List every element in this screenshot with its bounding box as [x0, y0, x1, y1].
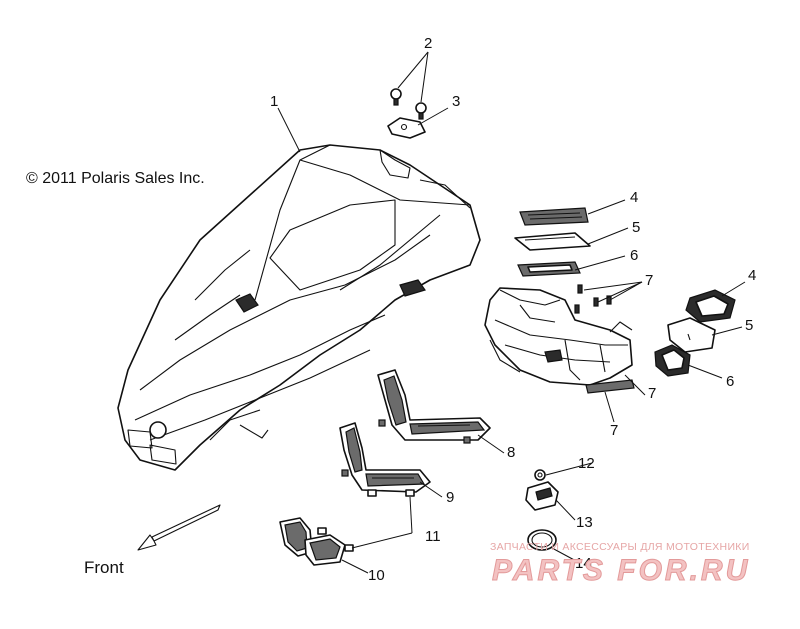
- callout-7-strip: 7: [610, 422, 618, 439]
- callout-12: 12: [578, 455, 595, 472]
- callout-1: 1: [270, 93, 278, 110]
- leader-lines: [277, 51, 746, 574]
- vent-gasket-side: [654, 344, 691, 377]
- clip-part-b: [405, 489, 415, 497]
- front-arrow-icon: [137, 504, 221, 551]
- clip-part-c: [344, 544, 354, 552]
- callout-4-upper: 4: [630, 189, 638, 206]
- vent-plate-upper: [514, 232, 591, 251]
- screw-small-d: [574, 304, 580, 314]
- seal-strip-part: [585, 379, 635, 394]
- screw-small-b: [593, 297, 599, 307]
- ring-part: [527, 529, 557, 551]
- hood-part: [117, 144, 481, 471]
- vent-plate-side: [667, 317, 716, 353]
- callout-5-upper: 5: [632, 219, 640, 236]
- vent-gasket-upper: [517, 261, 581, 277]
- callout-14: 14: [575, 555, 592, 572]
- screw-part-a: [390, 88, 402, 106]
- callout-7-upper: 7: [645, 272, 653, 289]
- callout-8: 8: [507, 444, 515, 461]
- screw-small-a: [577, 284, 583, 294]
- callout-3: 3: [452, 93, 460, 110]
- callout-10: 10: [368, 567, 385, 584]
- nut-part: [534, 469, 546, 481]
- vent-grille-side: [685, 289, 736, 323]
- callout-2: 2: [424, 35, 432, 52]
- callout-6-upper: 6: [630, 247, 638, 264]
- watermark-brand: PARTS FOR.RU: [492, 554, 750, 587]
- callout-4-side: 4: [748, 267, 756, 284]
- side-grille-right: [377, 369, 491, 444]
- clip-part-a: [367, 489, 377, 497]
- copyright-text: © 2011 Polaris Sales Inc.: [26, 170, 205, 187]
- clip-part-d: [317, 527, 327, 535]
- callout-5-side: 5: [745, 317, 753, 334]
- callout-11: 11: [425, 528, 441, 545]
- screw-part-b: [415, 102, 427, 120]
- callout-13: 13: [576, 514, 593, 531]
- front-label: Front: [84, 558, 124, 577]
- callout-9: 9: [446, 489, 454, 506]
- airbox-part: [484, 287, 633, 386]
- side-grille-left: [339, 422, 431, 493]
- callout-6-side: 6: [726, 373, 734, 390]
- vent-grille-upper: [519, 207, 589, 226]
- callout-7-airbox: 7: [648, 385, 656, 402]
- front-grille-part: [279, 517, 346, 566]
- mount-bracket-part: [525, 481, 559, 511]
- watermark-tagline: ЗАПЧАСТИ И АКСЕССУАРЫ ДЛЯ МОТОТЕХНИКИ: [490, 541, 750, 553]
- bracket-part: [387, 117, 426, 139]
